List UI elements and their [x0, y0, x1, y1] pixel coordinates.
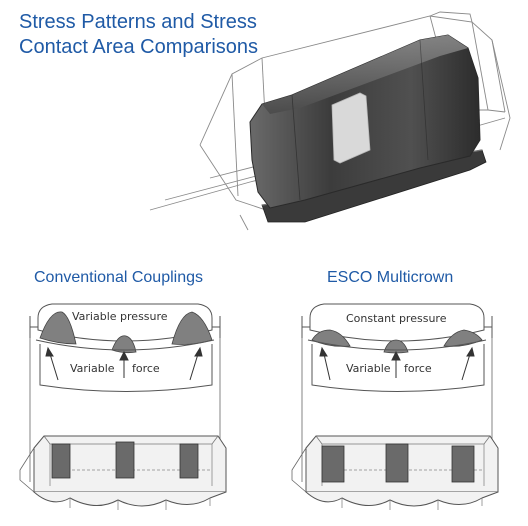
- pressure-blob-left: [311, 329, 351, 347]
- page-title: Stress Patterns and Stress Contact Area …: [19, 10, 258, 60]
- contact-patch-right: [179, 443, 199, 479]
- multicrown-panel: Constant pressure Variable force: [291, 303, 499, 510]
- multicrown-pressure-diagram: Constant pressure Variable force: [301, 303, 493, 392]
- conventional-panel: Variable pressure Variable force: [19, 303, 227, 510]
- variable-force-label-left: Variable: [70, 362, 115, 375]
- title-line-2: Contact Area Comparisons: [19, 36, 259, 58]
- multicrown-tooth-block: [291, 435, 499, 510]
- contact-area-patch: [331, 92, 371, 164]
- esco-multicrown-heading: ESCO Multicrown: [327, 269, 454, 286]
- variable-force-label-right: force: [132, 362, 160, 375]
- contact-patch-left: [51, 443, 71, 479]
- pressure-blob-right: [443, 329, 483, 347]
- pressure-blob-left: [39, 311, 77, 345]
- contact-patch-center: [115, 441, 135, 479]
- conventional-tooth-block: [19, 435, 227, 510]
- variable-force-label-left: Variable: [346, 362, 391, 375]
- contact-patch-left: [321, 445, 345, 483]
- conventional-couplings-heading: Conventional Couplings: [34, 269, 203, 286]
- variable-pressure-label: Variable pressure: [72, 310, 168, 323]
- title-line-1: Stress Patterns and Stress: [19, 11, 257, 33]
- gear-tooth-3d: [149, 11, 511, 231]
- force-arrows: [45, 346, 203, 381]
- variable-force-label-right: force: [404, 362, 432, 375]
- constant-pressure-label: Constant pressure: [346, 312, 447, 325]
- conventional-pressure-diagram: Variable pressure Variable force: [29, 303, 221, 392]
- contact-patch-right: [451, 445, 475, 483]
- force-arrows: [319, 346, 475, 381]
- contact-patch-center: [385, 443, 409, 483]
